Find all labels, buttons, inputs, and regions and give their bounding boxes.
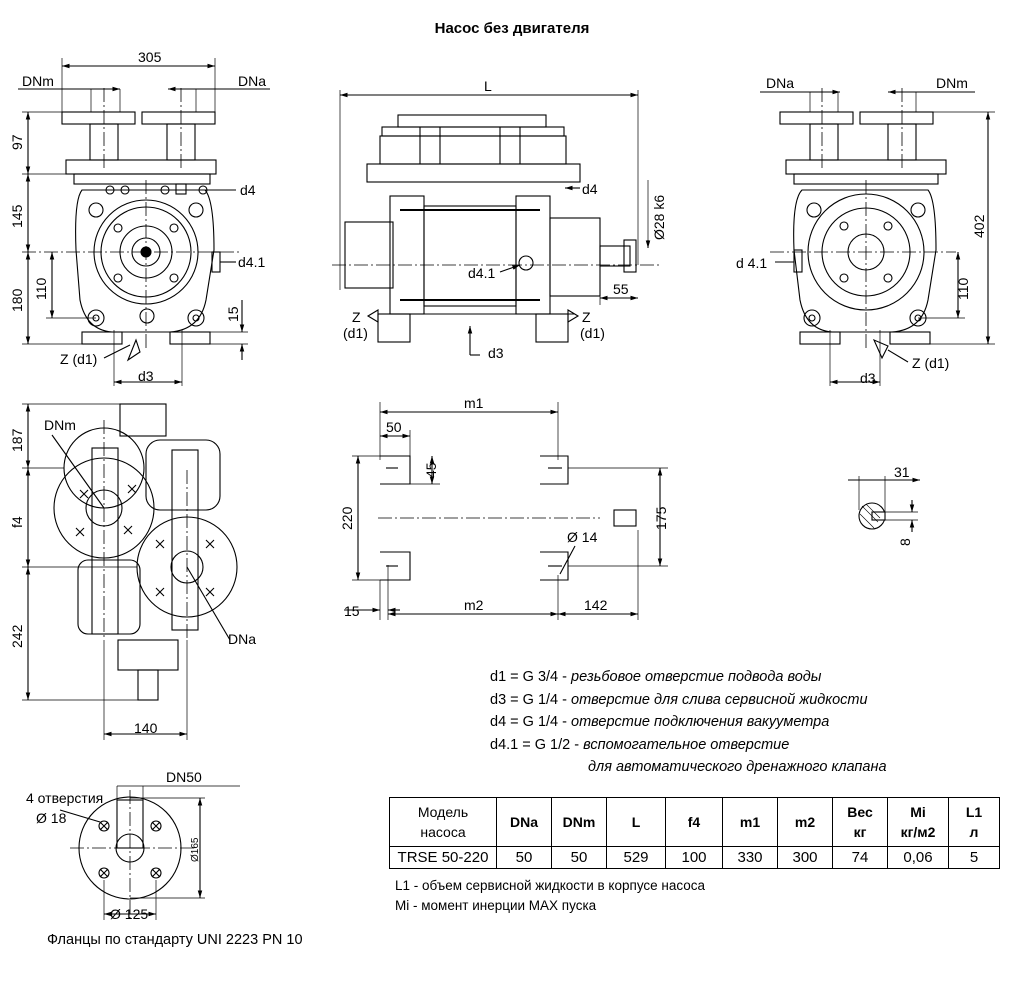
label-d1-left: (d1) bbox=[343, 325, 368, 341]
dim-m1: m1 bbox=[464, 395, 484, 411]
header-m1: m1 bbox=[722, 797, 778, 847]
label-dna-top: DNa bbox=[228, 631, 256, 647]
label-d3-front: d3 bbox=[138, 368, 154, 384]
drawing-title: Насос без двигателя bbox=[434, 20, 590, 37]
header-l: L bbox=[606, 797, 666, 847]
cell-mi: 0,06 bbox=[887, 846, 949, 869]
header-f4: f4 bbox=[665, 797, 723, 847]
label-d4-front: d4 bbox=[240, 182, 256, 198]
label-dnm-top: DNm bbox=[44, 417, 76, 433]
label-d41-side: d4.1 bbox=[468, 265, 495, 281]
dim-140: 140 bbox=[134, 720, 158, 736]
label-d3-end: d3 bbox=[860, 370, 876, 386]
cell-dnm: 50 bbox=[551, 846, 607, 869]
legend-item: d4.1 = G 1/2 - вспомогательное отверстие bbox=[490, 736, 790, 753]
label-dna-end: DNa bbox=[766, 75, 794, 91]
label-z-right: Z bbox=[582, 309, 591, 325]
cell-l: 529 bbox=[606, 846, 666, 869]
dim-m2: m2 bbox=[464, 597, 484, 613]
dim-220: 220 bbox=[339, 506, 355, 530]
dim-15-front: 15 bbox=[225, 306, 241, 322]
dim-45: 45 bbox=[423, 462, 439, 478]
cell-weight: 74 bbox=[832, 846, 888, 869]
label-d18: Ø 18 bbox=[36, 810, 67, 826]
cell-m1: 330 bbox=[722, 846, 778, 869]
dim-L: L bbox=[484, 78, 492, 94]
header-dna: DNa bbox=[496, 797, 552, 847]
dim-97: 97 bbox=[9, 134, 25, 150]
label-d1-right: (d1) bbox=[580, 325, 605, 341]
end-view bbox=[760, 88, 995, 386]
cell-m2: 300 bbox=[777, 846, 833, 869]
label-dna-front: DNa bbox=[238, 73, 266, 89]
dim-180: 180 bbox=[9, 288, 25, 312]
dim-d165: Ø165 bbox=[190, 837, 201, 862]
table-row: TRSE 50-220 50 50 529 100 330 300 74 0,0… bbox=[389, 846, 1000, 869]
dim-31: 31 bbox=[894, 464, 910, 480]
header-m2: m2 bbox=[777, 797, 833, 847]
flange-detail bbox=[59, 785, 240, 920]
label-dnm-end: DNm bbox=[936, 75, 968, 91]
dim-8: 8 bbox=[897, 538, 913, 546]
cell-f4: 100 bbox=[665, 846, 723, 869]
base-plate-view bbox=[344, 402, 668, 620]
dim-187: 187 bbox=[9, 428, 25, 452]
legend-continuation: для автоматического дренажного клапана bbox=[588, 759, 887, 775]
dim-15-base: 15 bbox=[344, 603, 360, 619]
cell-model: TRSE 50-220 bbox=[389, 846, 497, 869]
table-notes: L1 - объем сервисной жидкости в корпусе … bbox=[395, 876, 705, 916]
label-dn50: DN50 bbox=[166, 769, 202, 785]
header-dnm: DNm bbox=[551, 797, 607, 847]
label-d41-end: d 4.1 bbox=[736, 255, 767, 271]
label-z-end: Z (d1) bbox=[912, 355, 949, 371]
legend: d1 = G 3/4 - резьбовое отверстие подвода… bbox=[490, 666, 887, 779]
label-d4-side: d4 bbox=[582, 181, 598, 197]
label-4-holes: 4 отверстия bbox=[26, 790, 103, 806]
side-view bbox=[332, 90, 660, 356]
key-detail bbox=[848, 476, 920, 532]
legend-item: d3 = G 1/4 - отверстие для слива сервисн… bbox=[490, 691, 868, 708]
dim-f4: f4 bbox=[9, 516, 25, 528]
label-z-left: Z bbox=[352, 309, 361, 325]
note-mi: Mi - момент инерции MAX пуска bbox=[395, 898, 597, 913]
dim-55: 55 bbox=[613, 281, 629, 297]
cell-dna: 50 bbox=[496, 846, 552, 869]
legend-item: d4 = G 1/4 - отверстие подключения вакуу… bbox=[490, 714, 830, 730]
dim-d28: Ø28 k6 bbox=[651, 195, 667, 240]
label-dnm-front: DNm bbox=[22, 73, 54, 89]
legend-item: d1 = G 3/4 - резьбовое отверстие подвода… bbox=[490, 669, 822, 685]
dim-175: 175 bbox=[653, 506, 669, 530]
dim-402: 402 bbox=[971, 214, 987, 238]
label-d3-side: d3 bbox=[488, 345, 504, 361]
flange-standard-note: Фланцы по стандарту UNI 2223 PN 10 bbox=[47, 932, 303, 948]
label-d41-front: d4.1 bbox=[238, 254, 265, 270]
dim-110-end: 110 bbox=[955, 277, 971, 300]
label-z-front: Z (d1) bbox=[60, 351, 97, 367]
cell-l1: 5 bbox=[948, 846, 1000, 869]
dim-d14: Ø 14 bbox=[567, 529, 598, 545]
dim-145: 145 bbox=[9, 204, 25, 228]
dim-50-base: 50 bbox=[386, 419, 402, 435]
dim-142: 142 bbox=[584, 597, 608, 613]
dim-242: 242 bbox=[9, 624, 25, 648]
note-l1: L1 - объем сервисной жидкости в корпусе … bbox=[395, 878, 706, 893]
dim-305: 305 bbox=[138, 49, 162, 65]
top-view bbox=[22, 403, 238, 740]
dim-d125: Ø 125 bbox=[110, 906, 148, 922]
dim-110-front: 110 bbox=[33, 277, 49, 300]
front-view bbox=[18, 58, 270, 386]
